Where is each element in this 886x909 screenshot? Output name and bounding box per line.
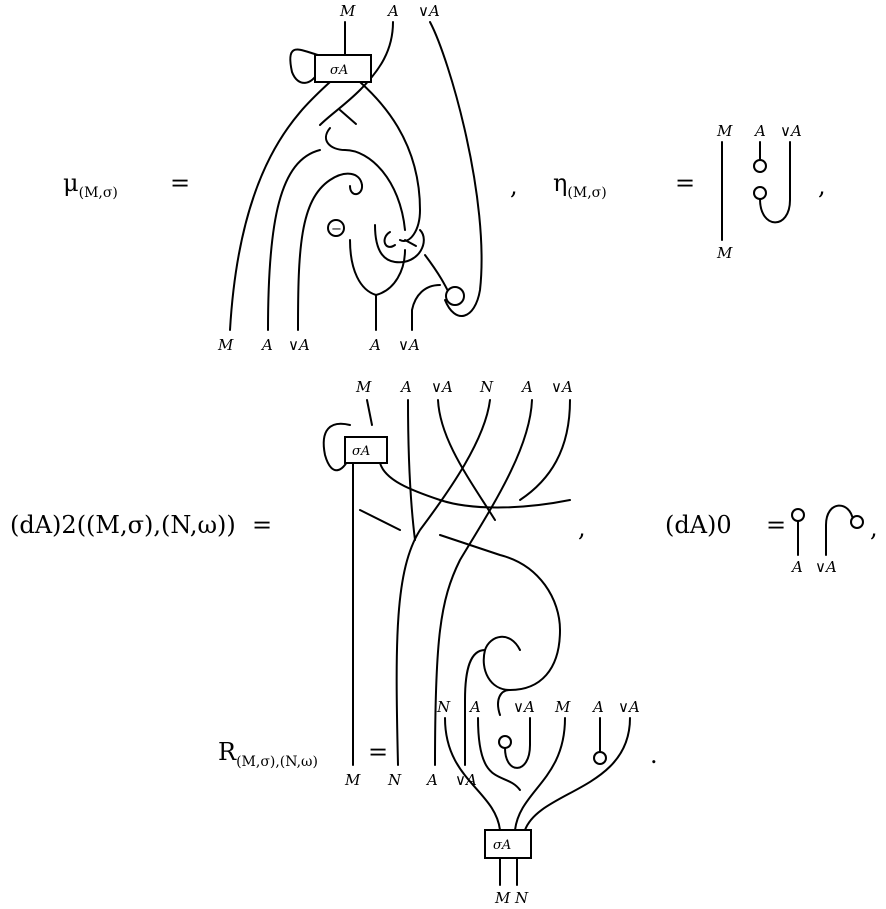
dA0-lhs: (dA)0 xyxy=(665,511,732,539)
mu-bottom-label-a: A xyxy=(260,336,273,354)
mu-top-label-dual-a: ∨A xyxy=(418,2,440,20)
mu-equals: = xyxy=(170,169,190,197)
dA2-top-label-dual-a: ∨A xyxy=(431,378,453,396)
mu-over-gap-1 xyxy=(340,110,356,124)
R-top-label-n: N xyxy=(436,698,451,716)
R-strand-m xyxy=(515,718,565,830)
R-period: . xyxy=(650,741,658,769)
mu-strand-cross xyxy=(326,128,405,230)
R-bottom-label-m: M xyxy=(494,889,511,907)
eta-equals: = xyxy=(675,169,695,197)
eta-top-label-dual-a: ∨A xyxy=(780,122,802,140)
mu-strand-m-out xyxy=(230,82,330,330)
mu-strand-right-inner xyxy=(360,82,420,241)
dA2-bottom-label-m: M xyxy=(344,771,361,789)
R-diagram: N A ∨A M A ∨A σA M N xyxy=(436,698,640,907)
dA2-tail xyxy=(498,690,510,715)
R-equals: = xyxy=(368,738,388,766)
dA2-top-label-dual-a2: ∨A xyxy=(551,378,573,396)
dA0-strand-dual-a xyxy=(826,506,853,555)
dA2-top-label-a2: A xyxy=(520,378,533,396)
equation-dA0: (dA)0 = , A ∨A xyxy=(665,506,878,576)
dA2-strand-a xyxy=(408,400,415,540)
dA2-comma: , xyxy=(578,514,586,542)
eta-comma: , xyxy=(818,172,826,200)
mu-strand-a-bottom xyxy=(350,240,376,330)
dA2-equals: = xyxy=(252,511,272,539)
dA2-under-1 xyxy=(360,510,400,530)
R-top-label-a: A xyxy=(468,698,481,716)
R-top-label-m: M xyxy=(554,698,571,716)
dA2-diagram: M A ∨A N A ∨A σA M N A ∨A xyxy=(324,378,573,789)
mu-bottom-label-dual-a2: ∨A xyxy=(398,336,420,354)
mu-top-label-m: M xyxy=(339,2,356,20)
mu-bottom-label-dual-a: ∨A xyxy=(288,336,310,354)
eta-unit-dot-lower xyxy=(754,187,766,199)
mu-top-label-a: A xyxy=(386,2,399,20)
dA2-strand-m-top xyxy=(367,400,372,425)
R-lhs: R(M,σ),(N,ω) xyxy=(218,738,318,770)
mu-loop-left xyxy=(290,49,318,82)
equation-mu: μ(M,σ) = , M A ∨A xyxy=(63,2,518,354)
R-strand-a xyxy=(478,718,520,790)
mu-strand-a-out xyxy=(268,150,320,330)
dA2-top-label-a: A xyxy=(399,378,412,396)
dA2-top-label-m: M xyxy=(355,378,372,396)
R-top-label-dual-a: ∨A xyxy=(513,698,535,716)
eta-diagram: M A ∨A M xyxy=(716,122,802,262)
mu-gap-2 xyxy=(405,240,416,246)
eta-bottom-label-m: M xyxy=(716,244,733,262)
eta-lhs: η(M,σ) xyxy=(553,169,607,201)
dA0-diagram: A ∨A xyxy=(790,506,863,576)
dA2-top-label-n: N xyxy=(479,378,494,396)
dA0-comma: , xyxy=(870,514,878,542)
R-bottom-label-n: N xyxy=(514,889,529,907)
equation-dA2: (dA)2((M,σ),(N,ω)) = , M A ∨A N A ∨A σA xyxy=(10,378,586,789)
mu-strand-dual-a-out xyxy=(298,174,362,330)
dA2-lhs: (dA)2((M,σ),(N,ω)) xyxy=(10,511,236,539)
dA2-bottom-label-n: N xyxy=(387,771,402,789)
eta-unit-dot-top xyxy=(754,160,766,172)
mu-bottom-label-a2: A xyxy=(368,336,381,354)
mu-minus-sign: − xyxy=(331,222,342,237)
dA2-strand-dual-a2 xyxy=(520,400,570,500)
dA2-strand-loop xyxy=(440,535,560,690)
equation-eta: η(M,σ) = , M A ∨A M xyxy=(553,122,826,262)
mu-comma: , xyxy=(510,172,518,200)
equation-R: R(M,σ),(N,ω) = . N A ∨A M A ∨A σA M N xyxy=(218,698,658,907)
dA0-bottom-label-a: A xyxy=(790,558,803,576)
dA0-bottom-label-dual-a: ∨A xyxy=(815,558,837,576)
R-counit-dot xyxy=(594,752,606,764)
mu-merge xyxy=(376,250,405,295)
dA2-bottom-label-a: A xyxy=(425,771,438,789)
dA0-unit-dot xyxy=(792,509,804,521)
mu-loop-node xyxy=(446,287,464,305)
dA2-sigma-label: σA xyxy=(352,444,370,459)
eta-top-label-m: M xyxy=(716,122,733,140)
eta-top-label-a: A xyxy=(753,122,766,140)
R-unit-dot xyxy=(499,736,511,748)
R-top-label-a2: A xyxy=(591,698,604,716)
R-top-label-dual-a2: ∨A xyxy=(618,698,640,716)
dA0-counit-dot xyxy=(851,516,863,528)
mu-lhs: μ(M,σ) xyxy=(63,169,118,201)
mu-small-hook xyxy=(385,232,395,247)
mu-strand-diag xyxy=(425,255,450,295)
eta-strand-dual-a xyxy=(760,142,790,222)
mu-sigma-label: σA xyxy=(330,63,348,78)
R-strand-dual-a2 xyxy=(525,718,630,830)
mu-small-cup xyxy=(350,185,362,194)
mu-diagram: M A ∨A σA − xyxy=(217,2,482,354)
R-sigma-label: σA xyxy=(493,838,511,853)
mu-bottom-label-m: M xyxy=(217,336,234,354)
dA0-equals: = xyxy=(766,511,786,539)
mu-strand-dual-a-bottom xyxy=(412,285,440,330)
